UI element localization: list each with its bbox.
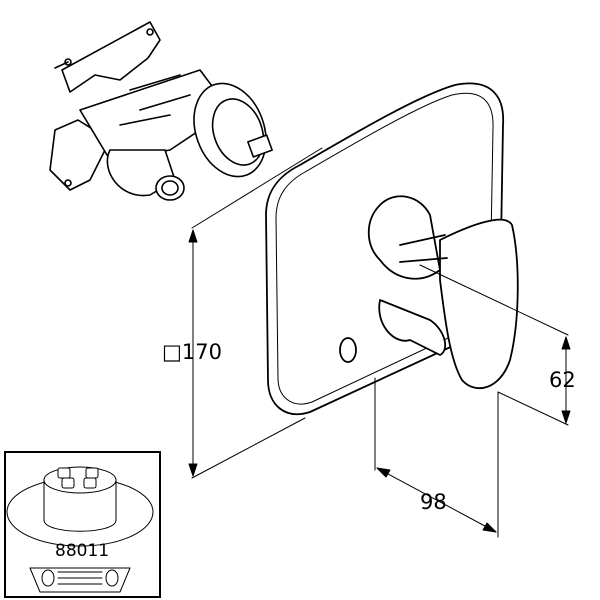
inset-frame <box>4 451 161 598</box>
dimension-label-170: □170 <box>162 340 222 364</box>
dimension-label-62: 62 <box>549 368 576 392</box>
inset-part-number: 88011 <box>55 541 110 561</box>
inset-drawing-88011 <box>6 466 154 593</box>
rough-in-valve <box>49 21 273 201</box>
mixer-handle <box>339 195 519 390</box>
dimension-label-98: 98 <box>420 490 447 514</box>
dimension-lines <box>188 147 571 538</box>
